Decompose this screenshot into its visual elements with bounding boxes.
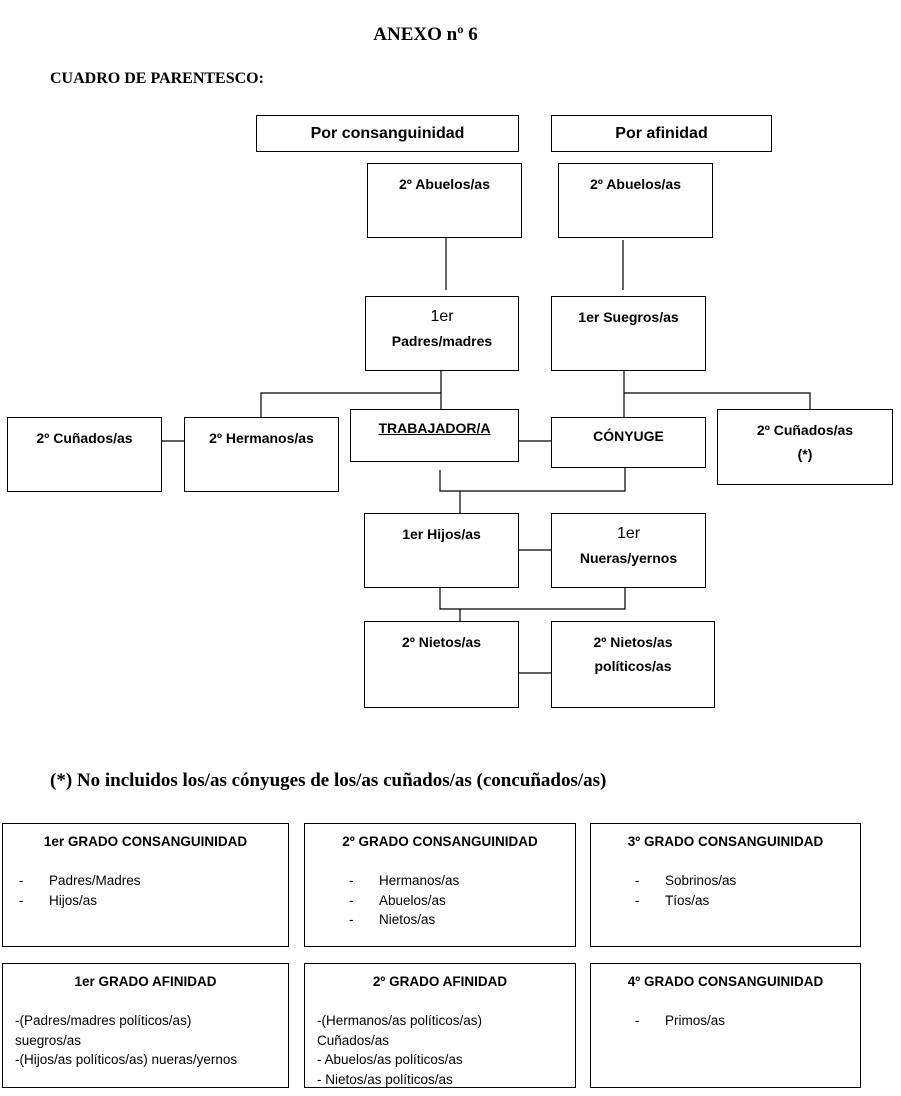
grade-item: -(Hijos/as políticos/as) nueras/yernos bbox=[15, 1052, 238, 1067]
header-consanguinidad: Por consanguinidad bbox=[256, 115, 519, 152]
node-suegros: 1er Suegros/as bbox=[551, 296, 706, 371]
grade-item: -(Padres/madres políticos/as) bbox=[15, 1013, 192, 1028]
grade-item: - Abuelos/as políticos/as bbox=[317, 1052, 463, 1067]
grade-box: 1er GRADO AFINIDAD -(Padres/madres políti… bbox=[2, 963, 289, 1088]
page-title: ANEXO nº 6 bbox=[373, 24, 478, 45]
grade-item: suegros/as bbox=[15, 1032, 82, 1048]
node-conyuge: CÓNYUGE bbox=[551, 417, 706, 468]
grade-title: 2º GRADO CONSANGUINIDAD bbox=[342, 834, 538, 849]
grade-item: Padres/Madres bbox=[15, 871, 276, 891]
node-cunados-right: 2º Cuñados/as(*) bbox=[717, 409, 893, 485]
footnote: (*) No incluidos los/as cónyuges de los/… bbox=[50, 770, 607, 791]
section-title: CUADRO DE PARENTESCO: bbox=[50, 70, 264, 87]
grade-box: 4º GRADO CONSANGUINIDAD Primos/as bbox=[590, 963, 861, 1088]
node-hijos: 1er Hijos/as bbox=[364, 513, 519, 588]
grade-item: Nietos/as bbox=[345, 910, 563, 930]
node-nietos: 2º Nietos/as bbox=[364, 621, 519, 708]
connector bbox=[439, 467, 626, 513]
grade-box: 2º GRADO CONSANGUINIDAD Hermanos/asAbuelo… bbox=[304, 823, 576, 947]
grade-item: Hijos/as bbox=[15, 891, 276, 911]
node-abuelos-consanguinidad: 2º Abuelos/as bbox=[367, 163, 522, 238]
node-trabajador: TRABAJADOR/A bbox=[350, 409, 519, 462]
grade-box: 2º GRADO AFINIDAD -(Hermanos/as políticos… bbox=[304, 963, 576, 1088]
grade-item: Cuñados/as bbox=[317, 1032, 390, 1048]
node-cunados-left: 2º Cuñados/as bbox=[7, 417, 162, 492]
grade-item: - Nietos/as políticos/as bbox=[317, 1071, 453, 1087]
grade-item: Primos/as bbox=[631, 1011, 848, 1031]
grade-title: 2º GRADO AFINIDAD bbox=[372, 974, 508, 989]
grade-box: 1er GRADO CONSANGUINIDAD Padres/MadresHij… bbox=[2, 823, 289, 947]
node-abuelos-afinidad: 2º Abuelos/as bbox=[558, 163, 713, 238]
grade-item: Tíos/as bbox=[631, 891, 848, 911]
grade-title: 1er GRADO CONSANGUINIDAD bbox=[43, 834, 248, 849]
grade-item: -(Hermanos/as políticos/as) bbox=[317, 1013, 483, 1028]
grade-item: Sobrinos/as bbox=[631, 871, 848, 891]
grade-item: Abuelos/as bbox=[345, 891, 563, 911]
header-afinidad: Por afinidad bbox=[551, 115, 772, 152]
grade-title: 1er GRADO AFINIDAD bbox=[74, 974, 217, 989]
node-hermanos: 2º Hermanos/as bbox=[184, 417, 339, 492]
grade-box: 3º GRADO CONSANGUINIDAD Sobrinos/asTíos/a… bbox=[590, 823, 861, 947]
connector bbox=[623, 370, 811, 417]
grade-item: Hermanos/as bbox=[345, 871, 563, 891]
grade-title: 4º GRADO CONSANGUINIDAD bbox=[627, 974, 824, 989]
grade-title: 3º GRADO CONSANGUINIDAD bbox=[627, 834, 824, 849]
